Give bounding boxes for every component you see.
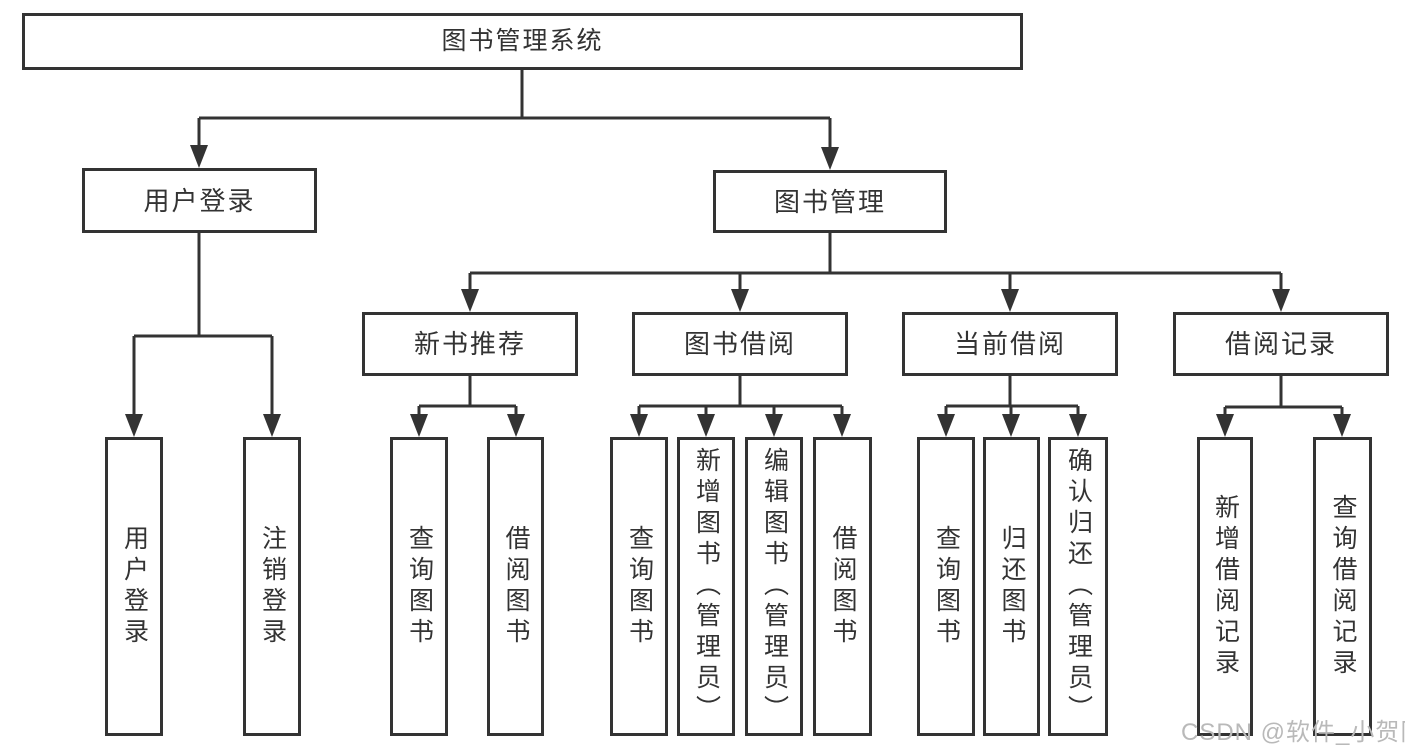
node-bb-borrow-book: 借阅图书 [813,437,872,736]
node-bb-query-book: 查询图书 [610,437,668,736]
node-root: 图书管理系统 [22,13,1023,70]
node-rec-borrow-book: 借阅图书 [487,437,544,736]
node-bb-add-book-admin: 新增图书（管理员） [677,437,735,736]
node-current-borrow: 当前借阅 [902,312,1118,376]
csdn-watermark: CSDN @软件_小贺同学 [1181,719,1405,746]
node-borrow-records: 借阅记录 [1173,312,1389,376]
node-leaf-user-login: 用户登录 [105,437,163,736]
node-bb-edit-book-admin: 编辑图书（管理员） [745,437,803,736]
node-cb-query-book: 查询图书 [917,437,975,736]
node-rec-query-book: 查询图书 [390,437,448,736]
node-user-login: 用户登录 [82,168,317,233]
node-book-borrow: 图书借阅 [632,312,848,376]
node-leaf-logout: 注销登录 [243,437,301,736]
node-br-query-record: 查询借阅记录 [1313,437,1372,736]
node-cb-confirm-return-admin: 确认归还（管理员） [1048,437,1108,736]
node-br-add-record: 新增借阅记录 [1197,437,1253,736]
node-new-book-recommend: 新书推荐 [362,312,578,376]
node-book-management: 图书管理 [713,170,947,233]
node-cb-return-book: 归还图书 [983,437,1040,736]
